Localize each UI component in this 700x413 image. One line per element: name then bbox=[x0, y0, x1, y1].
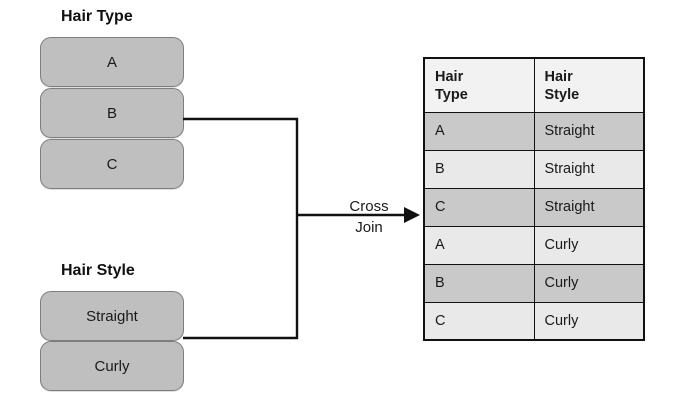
hair-style-node-stack: Straight Curly bbox=[40, 291, 184, 391]
connector-arrow-head bbox=[404, 207, 420, 223]
hair-style-node-straight-label: Straight bbox=[86, 307, 138, 325]
column-header-hair-style: Hair Style bbox=[533, 57, 645, 113]
hair-style-node-straight[interactable]: Straight bbox=[40, 291, 184, 341]
hair-style-group-title: Hair Style bbox=[61, 262, 135, 279]
cross-join-label-line2: Join bbox=[355, 219, 383, 236]
table-body: A Straight B Straight C Straight A Curly… bbox=[423, 111, 645, 341]
hair-style-node-curly-label: Curly bbox=[94, 357, 130, 375]
cross-join-label-line1: Cross bbox=[349, 198, 389, 215]
cell-hair-type: A bbox=[423, 225, 535, 265]
hair-type-node-b[interactable]: B bbox=[40, 88, 184, 138]
column-header-hair-style-line2: Style bbox=[544, 87, 580, 104]
table-row: B Straight bbox=[423, 149, 645, 189]
cell-hair-type: C bbox=[423, 301, 535, 341]
cell-hair-style: Curly bbox=[533, 225, 645, 265]
hair-type-node-c[interactable]: C bbox=[40, 139, 184, 189]
cell-hair-type: C bbox=[423, 187, 535, 227]
column-header-hair-style-line1: Hair bbox=[544, 69, 573, 86]
cell-hair-style: Straight bbox=[533, 187, 645, 227]
cell-hair-style: Straight bbox=[533, 149, 645, 189]
hair-type-node-b-label: B bbox=[106, 104, 117, 122]
hair-type-node-a[interactable]: A bbox=[40, 37, 184, 87]
cell-hair-style: Curly bbox=[533, 263, 645, 303]
table-header-row: Hair Type Hair Style bbox=[423, 57, 645, 113]
cell-hair-style: Curly bbox=[533, 301, 645, 341]
table-row: C Straight bbox=[423, 187, 645, 227]
hair-type-node-a-label: A bbox=[106, 53, 117, 71]
cross-join-result-table: Hair Type Hair Style A Straight B Straig… bbox=[423, 57, 645, 341]
hair-type-group-title: Hair Type bbox=[61, 8, 133, 25]
table-row: C Curly bbox=[423, 301, 645, 341]
cell-hair-style: Straight bbox=[533, 111, 645, 151]
cell-hair-type: B bbox=[423, 263, 535, 303]
table-row: B Curly bbox=[423, 263, 645, 303]
column-header-hair-type: Hair Type bbox=[423, 57, 535, 113]
column-header-hair-type-line2: Type bbox=[435, 87, 468, 104]
cell-hair-type: A bbox=[423, 111, 535, 151]
table-row: A Curly bbox=[423, 225, 645, 265]
hair-style-node-curly[interactable]: Curly bbox=[40, 341, 184, 391]
column-header-hair-type-line1: Hair bbox=[435, 69, 464, 86]
table-row: A Straight bbox=[423, 111, 645, 151]
hair-type-node-c-label: C bbox=[106, 155, 118, 173]
hair-type-node-stack: A B C bbox=[40, 37, 184, 190]
cell-hair-type: B bbox=[423, 149, 535, 189]
